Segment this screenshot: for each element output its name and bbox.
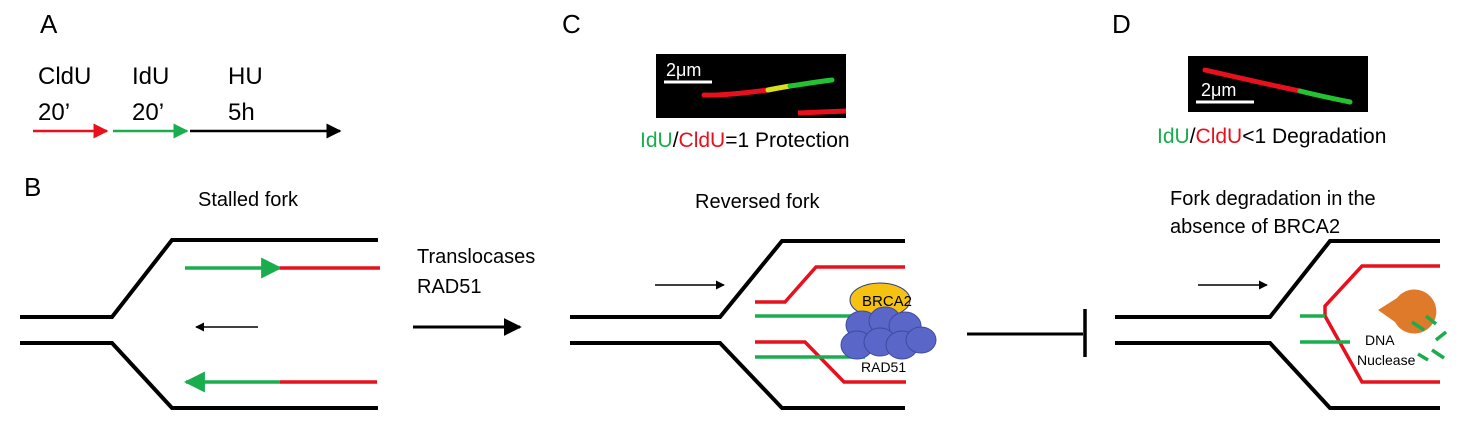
panel-d-ratio-slash: / <box>1190 125 1196 148</box>
nuclease-pacman <box>1378 289 1437 334</box>
panel-c-ratio-caption: IdU/CldU=1 Protection <box>640 129 850 152</box>
panel-d-letter: D <box>1112 9 1131 39</box>
nuclease-label-line2: Nuclease <box>1357 352 1416 368</box>
nuclease-label-line1: DNA <box>1365 332 1395 348</box>
hu-time: 5h <box>228 99 255 126</box>
cldu-time: 20’ <box>38 99 70 126</box>
cldu-label: CldU <box>38 63 91 90</box>
rad51-arrow-label: RAD51 <box>417 276 481 298</box>
panel-c-ratio-idu: IdU <box>640 129 673 152</box>
hu-label: HU <box>228 63 263 90</box>
degraded-fork-bottom-parental-strand <box>1115 341 1440 410</box>
panel-b: B Stalled fork Translocases RAD51 <box>20 172 535 410</box>
degradation-title-line1: Fork degradation in the <box>1170 188 1376 210</box>
panel-d-ratio-idu: IdU <box>1157 125 1190 148</box>
idu-time: 20’ <box>132 99 164 126</box>
panel-c-scale-label: 2μm <box>666 60 701 80</box>
rad51-filament <box>840 306 937 360</box>
brca2-protein-label: BRCA2 <box>862 293 912 310</box>
reversed-fork-top-parental-strand <box>570 239 905 319</box>
rad51-protein-label: RAD51 <box>861 359 906 375</box>
panel-c-ratio-slash: / <box>673 129 679 152</box>
stalled-fork-title: Stalled fork <box>198 189 299 211</box>
degradation-title-line2: absence of BRCA2 <box>1170 216 1340 238</box>
degraded-dna-fragments <box>1411 314 1448 362</box>
panel-d-ratio-cldu: CldU <box>1196 125 1243 148</box>
panel-d-ratio-caption: IdU/CldU<1 Degradation <box>1157 125 1386 148</box>
panel-a: A CldU 20’ IdU 20’ HU 5h <box>33 9 342 139</box>
stalled-fork-top-parental-strand <box>20 238 378 319</box>
panel-d-fiber-image: 2μm <box>1188 56 1368 112</box>
reversed-fork-bottom-parental-strand <box>570 341 905 410</box>
panel-a-letter: A <box>40 9 58 39</box>
panel-c-letter: C <box>562 9 581 39</box>
degraded-fork-cldu-strand <box>1323 264 1440 384</box>
panel-c-fiber-image: 2μm <box>656 54 847 118</box>
panel-b-letter: B <box>24 172 41 202</box>
translocases-label: Translocases <box>417 246 535 268</box>
degraded-fork-top-parental-strand <box>1115 239 1440 319</box>
stalled-fork-bottom-parental-strand <box>20 341 378 410</box>
panel-d-ratio-suffix: <1 Degradation <box>1242 125 1386 148</box>
reversed-fork-top-cldu-strand <box>755 265 905 304</box>
panel-c-ratio-suffix: =1 Protection <box>725 129 849 152</box>
panel-c-ratio-cldu: CldU <box>679 129 726 152</box>
idu-label: IdU <box>132 63 169 90</box>
reversed-fork-bottom-cldu-strand <box>755 340 906 384</box>
panel-d-scale-label: 2μm <box>1201 80 1236 100</box>
panel-d: D 2μm IdU/CldU<1 Degradation Fork degrad… <box>1112 9 1448 410</box>
reversed-fork-title: Reversed fork <box>695 191 820 213</box>
panel-c: C 2μm IdU/CldU=1 Protection Reversed for… <box>562 9 1087 410</box>
